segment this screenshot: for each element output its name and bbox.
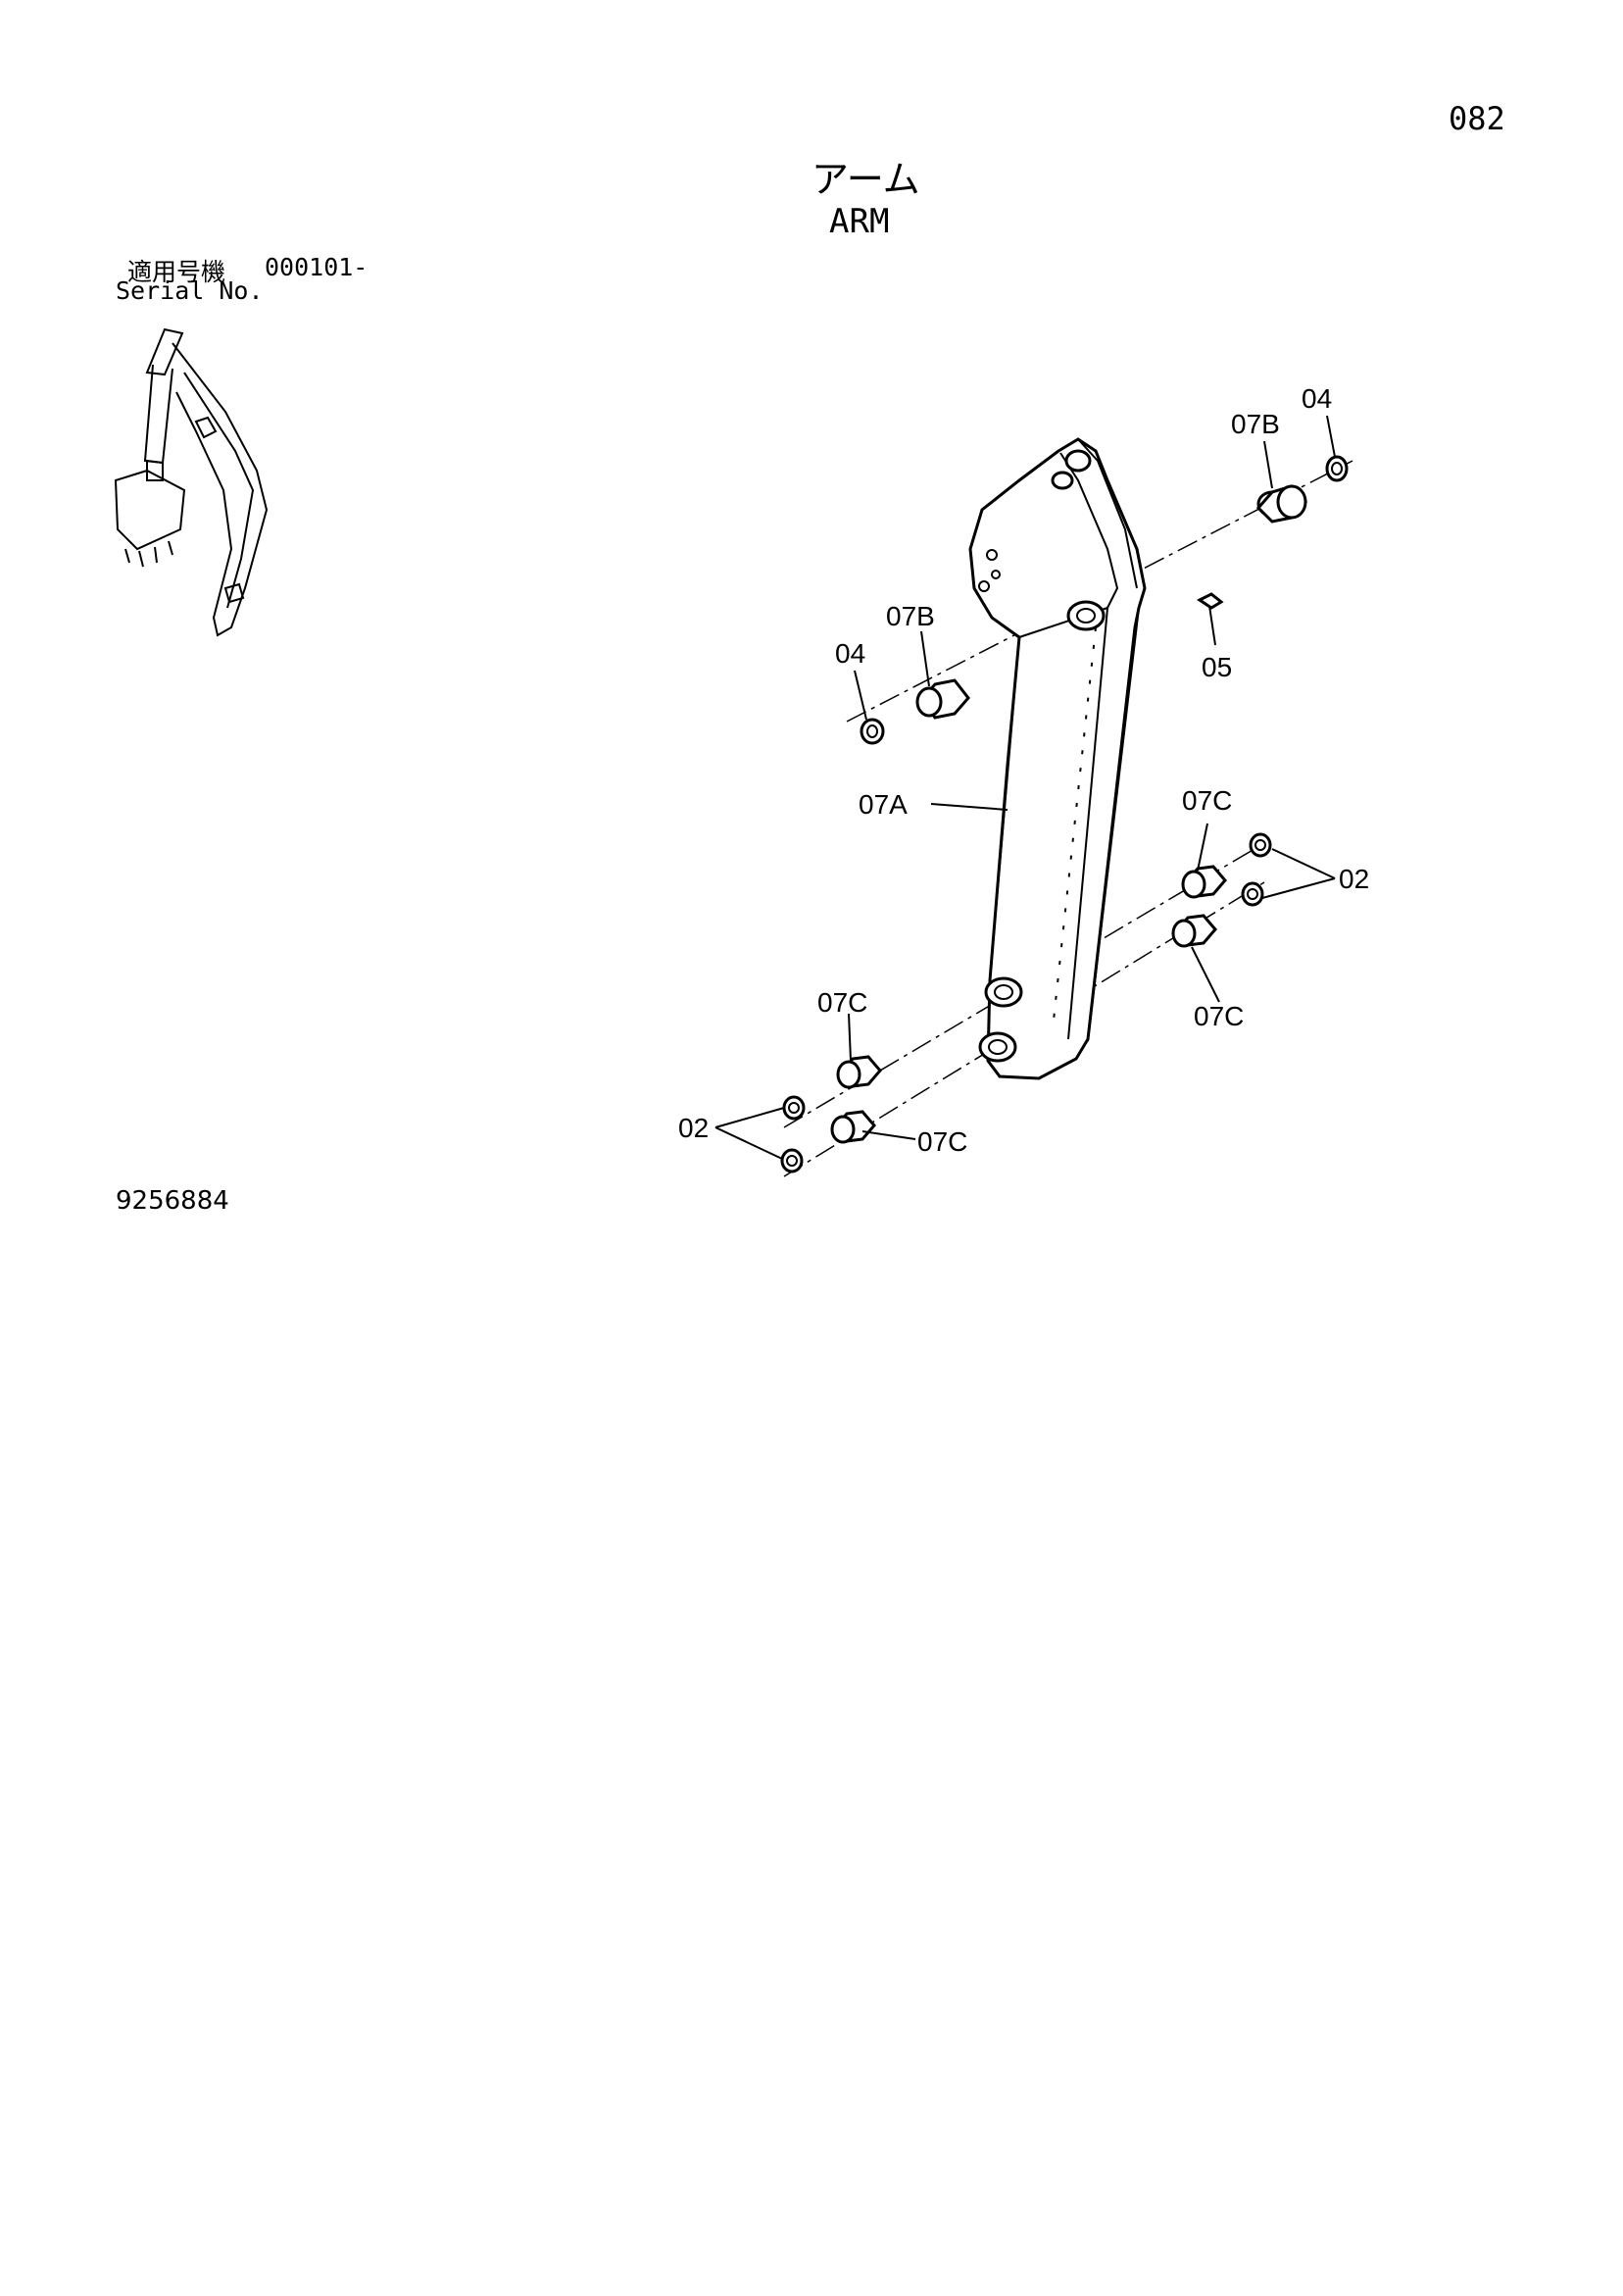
bushing-07C-left-lower	[830, 1110, 876, 1144]
callout-04-upper: 04	[1302, 383, 1332, 414]
leader-lines	[714, 415, 1336, 1160]
bushing-07C-left-upper	[836, 1055, 882, 1089]
callout-05: 05	[1202, 652, 1232, 682]
seal-02-right-lower	[1241, 881, 1264, 907]
bushing-07B-left	[915, 678, 970, 720]
seal-04-left	[860, 718, 885, 745]
title-english: ARM	[829, 202, 890, 241]
callout-02-left: 02	[678, 1113, 709, 1143]
page-number: 082	[1449, 100, 1505, 137]
seal-02-right-upper	[1249, 832, 1272, 858]
bushing-07C-upper-right	[1181, 865, 1227, 899]
callout-07C-left-upper: 07C	[817, 987, 867, 1018]
callout-04-left: 04	[835, 638, 865, 669]
callout-02-right: 02	[1339, 864, 1369, 894]
callout-07B-upper: 07B	[1231, 409, 1280, 439]
seal-02-left-upper	[782, 1095, 806, 1121]
seal-02-left-lower	[780, 1148, 804, 1173]
callout-07B-left: 07B	[886, 601, 935, 631]
bushing-07C-lower-right	[1171, 914, 1217, 948]
arm-body	[968, 437, 1147, 1080]
bushing-07B-upper	[1255, 484, 1307, 524]
drawing-number: 9256884	[116, 1186, 229, 1216]
callout-07C-lower-right: 07C	[1194, 1001, 1244, 1031]
part-05	[1197, 592, 1224, 610]
seal-04-upper	[1325, 455, 1349, 482]
machine-thumbnail-sketch	[114, 327, 269, 637]
callout-07A: 07A	[859, 789, 908, 820]
serial-label-english: Serial No.	[116, 276, 264, 305]
serial-range: 000101-	[265, 253, 369, 281]
callout-07C-left-lower: 07C	[917, 1126, 967, 1157]
callout-07C-upper-right: 07C	[1182, 785, 1232, 816]
title-japanese: アーム	[812, 158, 920, 201]
serial-label-japanese: 適用号機	[127, 258, 226, 286]
